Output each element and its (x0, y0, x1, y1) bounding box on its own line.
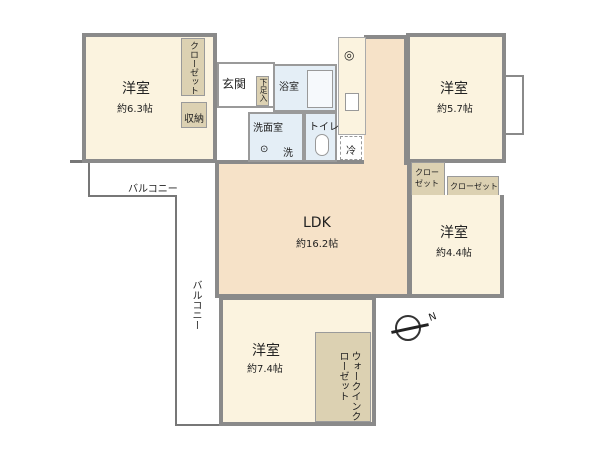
balcony-label: バルコニー (128, 184, 178, 195)
shoe-closet: 下足入 (256, 76, 269, 106)
ldk-kitchen-side (364, 35, 408, 165)
north-label: N (427, 311, 439, 324)
storage: 収納 (181, 102, 207, 128)
stove-icon: ◎ (344, 48, 355, 62)
bath-label: 浴室 (279, 82, 299, 93)
bathtub-icon (307, 70, 333, 108)
washroom-label: 洗面室 (253, 123, 283, 134)
toilet: トイレ (304, 112, 339, 162)
room-name: 洋室 (122, 81, 150, 97)
closet-label: クローゼット (450, 182, 498, 191)
western-room-3 (408, 195, 504, 298)
kitchen-counter: ◎ (338, 37, 366, 135)
room-size: 約7.4帖 (247, 364, 283, 375)
balcony-rail (88, 195, 176, 197)
room-name: 洋室 (252, 343, 280, 359)
entrance-label: 玄関 (222, 77, 247, 91)
closet: クローゼット (181, 38, 205, 96)
balcony-rail (175, 424, 223, 426)
balcony-rail (88, 160, 90, 196)
shoe-label: 下足入 (259, 78, 268, 102)
washroom: 洗面室洗 ⊙ (248, 112, 304, 162)
fridge-space: 冷 (340, 136, 362, 160)
room-size: 約6.3帖 (117, 104, 153, 115)
walk-in-closet: ウォークインクローゼット (315, 332, 371, 422)
sink-icon (345, 93, 359, 111)
toilet-icon (315, 134, 329, 156)
room-name: 洋室 (440, 81, 468, 97)
basin-icon: ⊙ (260, 144, 269, 155)
fridge-label: 冷 (346, 146, 356, 157)
toilet-label: トイレ (309, 122, 339, 133)
bathroom: 浴室 (273, 64, 337, 112)
bay-window (504, 75, 524, 135)
room-size: 約4.4帖 (436, 248, 472, 259)
wic-label: ウォークインクローゼット (337, 351, 360, 421)
closet: クローゼット (447, 176, 499, 196)
room-size: 約5.7帖 (437, 104, 473, 115)
room-size: 約16.2帖 (296, 239, 339, 250)
closet-label: クローゼット (188, 41, 198, 95)
western-room-2 (406, 33, 506, 163)
storage-label: 収納 (184, 114, 204, 125)
balcony-label: バルコニー (190, 280, 201, 330)
room-name: 洋室 (440, 225, 468, 241)
washer-label: 洗 (283, 148, 293, 159)
room-name: LDK (303, 215, 331, 231)
compass-icon (395, 315, 421, 341)
balcony-rail (175, 195, 177, 425)
closet: クローゼット (411, 162, 445, 196)
closet-label: クローゼット (415, 168, 439, 188)
